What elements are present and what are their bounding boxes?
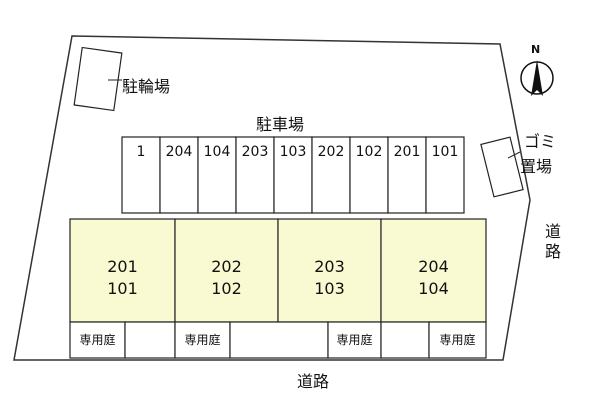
trash-label-line1: ゴミ <box>524 132 557 151</box>
parking-slot <box>235 136 275 214</box>
road-bottom-label: 道路 <box>297 372 330 391</box>
car-parking-label: 駐車場 <box>256 115 305 134</box>
parking-slot <box>425 136 465 214</box>
garden-gap <box>124 321 176 359</box>
north-label: N <box>531 43 541 56</box>
unit-upper-number: 202 <box>211 257 242 276</box>
bike-parking-area <box>73 46 123 112</box>
parking-slot-label: 1 <box>136 144 146 160</box>
trash-area <box>480 136 524 198</box>
unit-lower-number: 101 <box>107 279 138 298</box>
unit-lower-number: 103 <box>314 279 345 298</box>
private-garden-label: 専用庭 <box>79 333 116 347</box>
parking-slot-label: 103 <box>279 144 307 160</box>
unit-upper-number: 201 <box>107 257 138 276</box>
parking-slot-label: 104 <box>203 144 231 160</box>
unit-block <box>174 218 279 323</box>
parking-slot <box>311 136 351 214</box>
parking-slot-label: 204 <box>165 144 193 160</box>
private-garden <box>327 321 382 359</box>
unit-upper-number: 203 <box>314 257 345 276</box>
garden-gap <box>229 321 329 359</box>
north-arrow-icon <box>520 60 554 96</box>
unit-lower-number: 104 <box>418 279 449 298</box>
parking-slot-label: 201 <box>393 144 421 160</box>
trash-leader <box>507 151 521 159</box>
parking-slot-label: 202 <box>317 144 345 160</box>
private-garden-label: 専用庭 <box>439 333 476 347</box>
trash-label-line2: 置場 <box>520 157 553 176</box>
garden-strip <box>69 321 487 359</box>
parking-slot-label: 102 <box>355 144 383 160</box>
parking-slot <box>349 136 389 214</box>
private-garden <box>428 321 487 359</box>
private-garden <box>69 321 126 359</box>
bike-parking-label: 駐輪場 <box>122 77 171 96</box>
parking-slot <box>387 136 427 214</box>
parking-slot <box>159 136 199 214</box>
parking-slot <box>121 136 161 214</box>
unit-block <box>277 218 382 323</box>
private-garden-label: 専用庭 <box>184 333 221 347</box>
garden-gap <box>380 321 430 359</box>
road-right-label: 道路 <box>544 222 561 261</box>
building-units <box>69 218 487 323</box>
unit-block <box>380 218 487 323</box>
parking-slot-label: 101 <box>431 144 459 160</box>
unit-lower-number: 102 <box>211 279 242 298</box>
unit-upper-number: 204 <box>418 257 449 276</box>
parking-slot-label: 203 <box>241 144 269 160</box>
unit-block <box>69 218 176 323</box>
parking-slot <box>273 136 313 214</box>
private-garden-label: 専用庭 <box>336 333 373 347</box>
parking-slots <box>121 136 465 214</box>
